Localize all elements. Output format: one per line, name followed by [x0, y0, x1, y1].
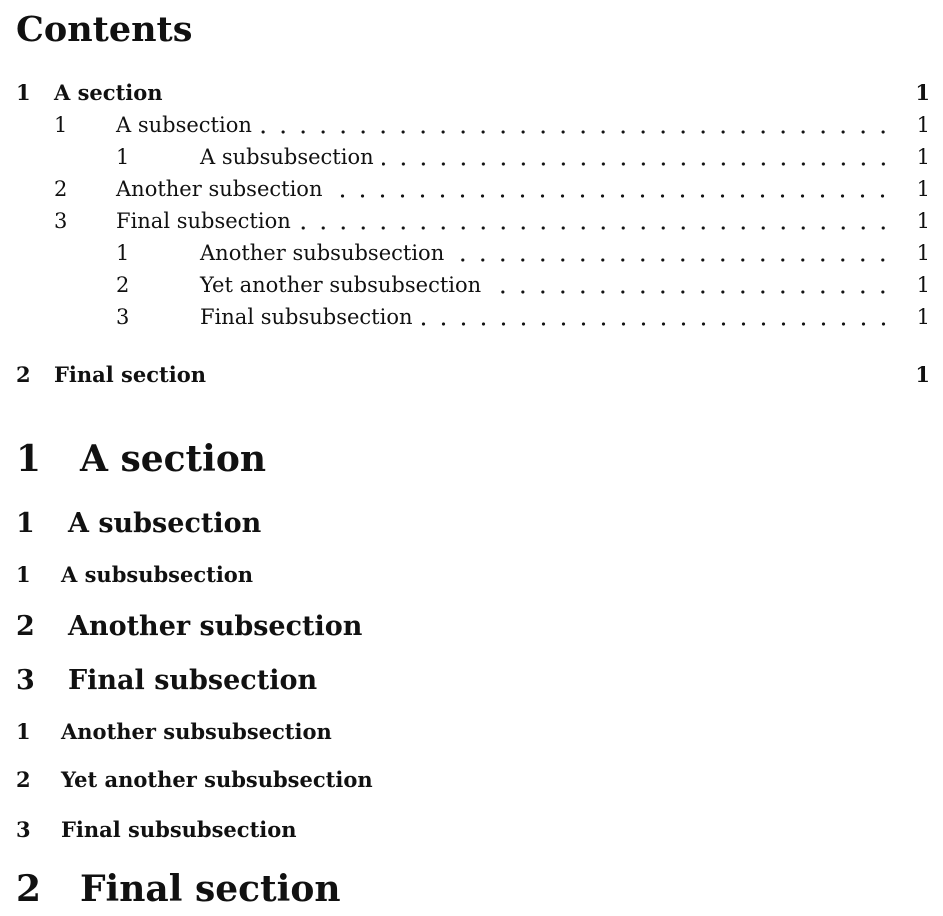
heading-number: 2 [16, 611, 35, 642]
heading-number: 3 [16, 665, 35, 696]
heading-number: 1 [16, 719, 31, 744]
heading-number: 1 [16, 438, 42, 480]
subsubsection-heading: 2 Yet another subsubsection [0, 765, 943, 795]
toc-entry-section[interactable]: 1 A section 1 [0, 77, 943, 109]
toc-entry-subsubsection[interactable]: 3 Final subsubsection 1 [0, 301, 943, 333]
toc-leader-dots [489, 269, 893, 301]
heading-title: Final section [80, 868, 341, 910]
toc-entry-title: Final section [54, 362, 206, 387]
toc-leader-dots [381, 141, 893, 173]
toc-entry-title: A subsection [116, 113, 252, 137]
toc-entry-subsection[interactable]: 1 A subsection 1 [0, 109, 943, 141]
section-heading: 2 Final section [0, 866, 943, 912]
toc-entry-title: A section [54, 80, 163, 105]
toc-entry-title: Another subsection [116, 177, 323, 201]
toc-entry-title: Yet another subsubsection [200, 273, 482, 297]
toc-entry-number: 1 [54, 113, 68, 137]
heading-title: Yet another subsubsection [61, 767, 373, 792]
subsubsection-heading: 1 A subsubsection [0, 560, 943, 590]
heading-number: 2 [16, 767, 31, 792]
heading-number: 3 [16, 817, 31, 842]
heading-title: A subsection [68, 508, 262, 539]
subsubsection-heading: 1 Another subsubsection [0, 717, 943, 747]
toc-entry-subsubsection[interactable]: 1 A subsubsection 1 [0, 141, 943, 173]
heading-number: 2 [16, 868, 42, 910]
toc-title: Contents [16, 9, 193, 50]
toc-entry-page: 1 [916, 209, 930, 233]
toc-leader-dots [452, 237, 893, 269]
subsubsection-heading: 3 Final subsubsection [0, 815, 943, 845]
toc-entry-number: 1 [116, 241, 130, 265]
toc-leader-dots [420, 301, 893, 333]
toc-entry-title: A subsubsection [200, 145, 374, 169]
toc-entry-subsubsection[interactable]: 1 Another subsubsection 1 [0, 237, 943, 269]
toc-entry-page: 1 [916, 273, 930, 297]
toc-entry-page: 1 [916, 145, 930, 169]
subsection-heading: 3 Final subsection [0, 663, 943, 699]
toc-entry-title: Final subsection [116, 209, 291, 233]
toc-entry-subsection[interactable]: 3 Final subsection 1 [0, 205, 943, 237]
toc-entry-number: 2 [54, 177, 68, 201]
toc-entry-number: 1 [116, 145, 130, 169]
toc-entry-title: Final subsubsection [200, 305, 413, 329]
heading-number: 1 [16, 508, 35, 539]
subsection-heading: 2 Another subsection [0, 609, 943, 645]
section-heading: 1 A section [0, 436, 943, 482]
toc-entry-title: Another subsubsection [200, 241, 445, 265]
toc-entry-number: 2 [16, 362, 31, 387]
toc-entry-section[interactable]: 2 Final section 1 [0, 359, 943, 391]
subsection-heading: 1 A subsection [0, 506, 943, 542]
heading-title: A subsubsection [61, 562, 254, 587]
toc-leader-dots [259, 109, 893, 141]
heading-title: Final subsection [68, 665, 318, 696]
toc-entry-number: 1 [16, 80, 31, 105]
toc-entry-subsubsection[interactable]: 2 Yet another subsubsection 1 [0, 269, 943, 301]
toc-entry-page: 1 [915, 80, 930, 105]
heading-title: A section [80, 438, 267, 480]
toc-leader-dots [330, 173, 893, 205]
toc-entry-number: 3 [116, 305, 130, 329]
heading-title: Final subsubsection [61, 817, 297, 842]
heading-title: Another subsection [68, 611, 363, 642]
heading-title: Another subsubsection [61, 719, 332, 744]
toc-entry-page: 1 [916, 241, 930, 265]
toc-entry-page: 1 [916, 113, 930, 137]
toc-entry-number: 2 [116, 273, 130, 297]
toc-entry-page: 1 [916, 305, 930, 329]
toc-entry-page: 1 [916, 177, 930, 201]
toc-entry-subsection[interactable]: 2 Another subsection 1 [0, 173, 943, 205]
toc-entry-page: 1 [915, 362, 930, 387]
toc-leader-dots [298, 205, 893, 237]
toc-entry-number: 3 [54, 209, 68, 233]
heading-number: 1 [16, 562, 31, 587]
